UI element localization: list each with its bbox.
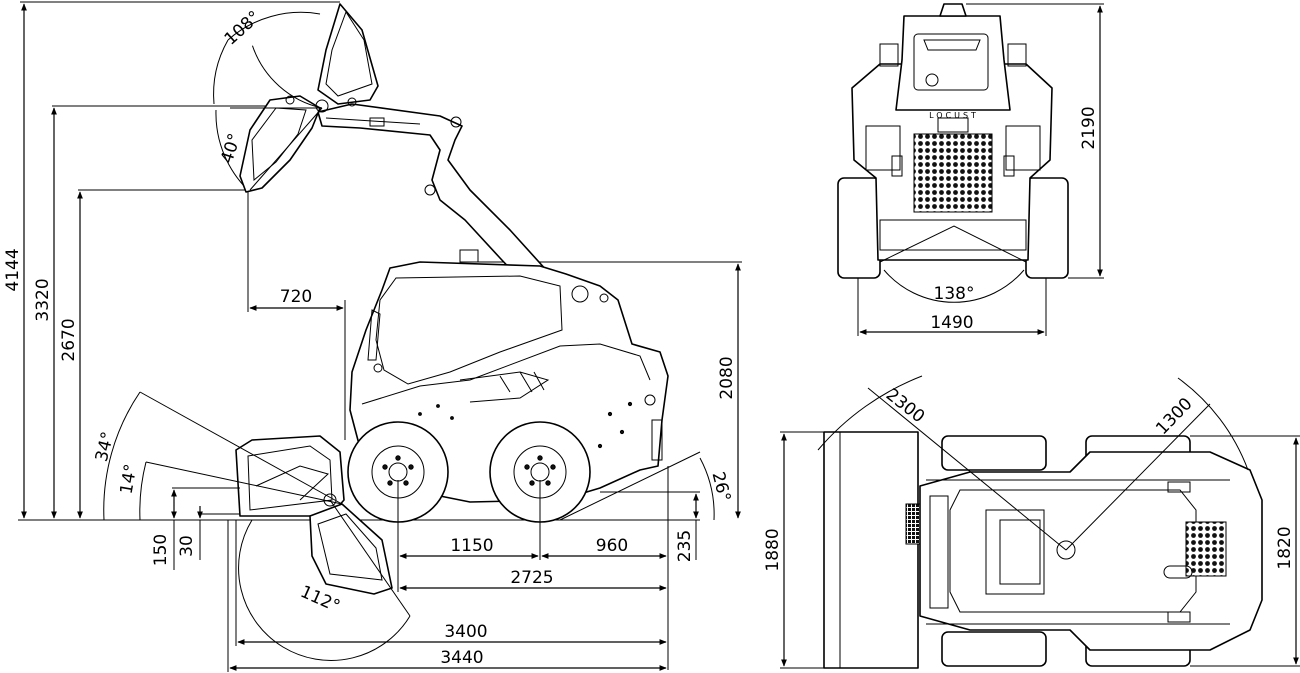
bucket-lowered (235, 435, 393, 595)
bucket-tread (905, 503, 921, 545)
dim-label-960: 960 (596, 536, 628, 556)
angle-label-138: 138° (934, 284, 975, 304)
departure-angle (559, 451, 715, 521)
top-view-machine (823, 431, 1263, 669)
bucket-raised (239, 3, 379, 193)
arc-108 (251, 45, 323, 109)
angle-label-108: 108° (221, 7, 265, 49)
dim-label-1300: 1300 (1152, 394, 1196, 439)
angle-label-40: 40° (217, 131, 245, 166)
left-dimensions (20, 1, 340, 519)
side-view: 4144 3320 2670 720 2080 (3, 1, 742, 672)
dim-label-2725: 2725 (510, 568, 553, 588)
dim-label-1880: 1880 (763, 528, 783, 571)
dim-label-720: 720 (280, 287, 312, 307)
arc-40 (215, 109, 245, 187)
front-view-machine: LOCUST (837, 3, 1069, 279)
dim-label-3320: 3320 (33, 278, 53, 321)
angle-label-34: 34° (92, 430, 119, 464)
dim-label-1150: 1150 (450, 536, 493, 556)
dim-label-3440: 3440 (440, 648, 483, 668)
front-height-dimension (966, 3, 1104, 279)
front-brand-label: LOCUST (929, 111, 979, 120)
dim-label-1820: 1820 (1275, 526, 1295, 569)
dim-label-1490: 1490 (930, 313, 973, 333)
angle-label-112: 112° (297, 582, 343, 617)
top-view: 2300 1300 1880 1820 (763, 375, 1300, 669)
front-angle-arc (879, 225, 1027, 303)
dump-reach-dimension (247, 192, 346, 440)
dim-label-4144: 4144 (3, 248, 23, 291)
angle-label-26: 26° (708, 470, 735, 504)
turning-radius (817, 375, 1249, 560)
front-width-dimension (857, 278, 1047, 336)
body-width-dimension (1190, 435, 1300, 667)
dim-label-3400: 3400 (444, 622, 487, 642)
front-grille (913, 133, 993, 213)
ground-clearance-dimension (600, 491, 700, 560)
dim-label-150: 150 (151, 534, 171, 566)
ground-angle-lines (103, 391, 411, 661)
dig-depth-dimensions (171, 487, 240, 570)
front-view: LOCUST 138° 1490 2190 (837, 3, 1104, 336)
dim-label-2670: 2670 (59, 318, 79, 361)
dim-label-235: 235 (675, 530, 695, 562)
bucket-width-dimension (780, 431, 824, 669)
bottom-dimensions (227, 466, 669, 672)
dim-label-2300: 2300 (882, 385, 928, 427)
engine-grille-top (1185, 521, 1227, 577)
dim-label-2190: 2190 (1079, 106, 1099, 149)
dim-label-2080: 2080 (717, 356, 737, 399)
dim-label-30: 30 (177, 535, 197, 557)
angle-label-14: 14° (117, 463, 142, 496)
